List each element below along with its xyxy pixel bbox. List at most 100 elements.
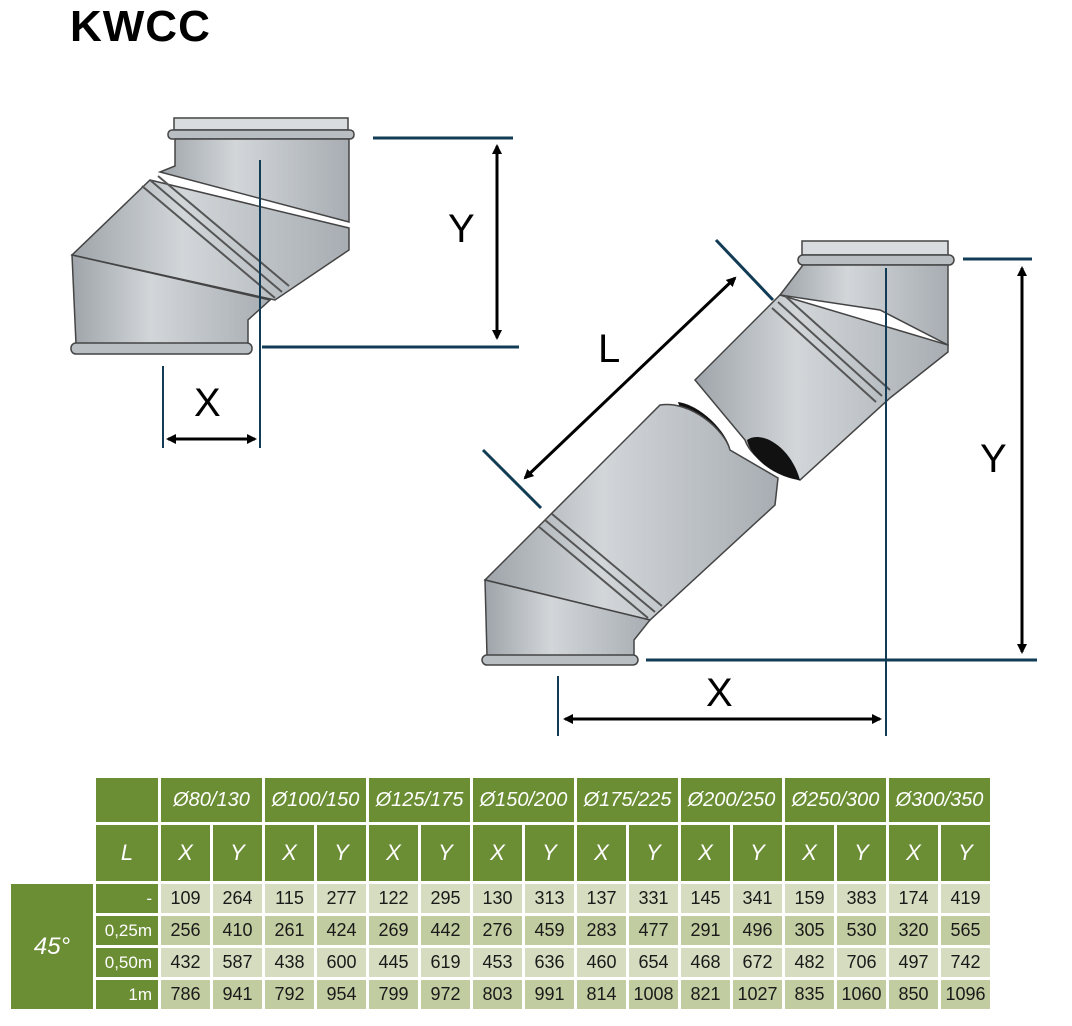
x-value-cell: 438 <box>265 948 314 977</box>
l-arrow <box>523 276 737 480</box>
x-value-cell: 122 <box>369 884 418 913</box>
large-elbow-upper-seam <box>771 295 891 403</box>
l-header: L <box>96 825 158 881</box>
dimension-table: Ø80/130 Ø100/150 Ø125/175 Ø150/200 Ø175/… <box>8 775 993 1012</box>
x-value-cell: 445 <box>369 948 418 977</box>
length-cell: 0,25m <box>96 916 158 945</box>
x-value-cell: 276 <box>473 916 522 945</box>
y-value-cell: 424 <box>317 916 366 945</box>
x-value-cell: 453 <box>473 948 522 977</box>
size-header: Ø80/130 <box>161 778 262 822</box>
y-value-cell: 419 <box>941 884 990 913</box>
x-value-cell: 821 <box>681 980 730 1009</box>
large-elbow-lower-seam <box>537 513 663 619</box>
small-y-label: Y <box>448 207 475 251</box>
y-value-cell: 277 <box>317 884 366 913</box>
x-value-cell: 792 <box>265 980 314 1009</box>
page-title: KWCC <box>70 2 211 51</box>
x-value-cell: 145 <box>681 884 730 913</box>
y-value-cell: 1008 <box>629 980 678 1009</box>
y-value-cell: 565 <box>941 916 990 945</box>
size-header: Ø200/250 <box>681 778 782 822</box>
y-value-cell: 672 <box>733 948 782 977</box>
x-value-cell: 174 <box>889 884 938 913</box>
x-value-cell: 468 <box>681 948 730 977</box>
x-value-cell: 291 <box>681 916 730 945</box>
x-value-cell: 482 <box>785 948 834 977</box>
large-elbow-top-collar <box>801 240 949 256</box>
l-header-top <box>96 778 158 822</box>
y-value-cell: 459 <box>525 916 574 945</box>
x-value-cell: 850 <box>889 980 938 1009</box>
small-elbow-upper-segment <box>157 138 350 223</box>
y-value-cell: 264 <box>213 884 262 913</box>
y-value-cell: 941 <box>213 980 262 1009</box>
break-mark-upper <box>747 436 800 480</box>
x-header: X <box>161 825 210 881</box>
y-value-cell: 1060 <box>837 980 886 1009</box>
large-elbow: L Y X <box>481 238 1037 736</box>
x-value-cell: 799 <box>369 980 418 1009</box>
x-value-cell: 109 <box>161 884 210 913</box>
y-value-cell: 383 <box>837 884 886 913</box>
size-header: Ø100/150 <box>265 778 366 822</box>
large-elbow-bottom-bead <box>481 654 639 666</box>
large-elbow-top-bead <box>797 254 955 266</box>
x-value-cell: 432 <box>161 948 210 977</box>
x-value-cell: 497 <box>889 948 938 977</box>
y-value-cell: 742 <box>941 948 990 977</box>
y-value-cell: 972 <box>421 980 470 1009</box>
small-elbow: Y X <box>70 117 519 448</box>
small-x-label: X <box>194 381 221 425</box>
y-value-cell: 331 <box>629 884 678 913</box>
x-value-cell: 835 <box>785 980 834 1009</box>
large-elbow-top-segment <box>778 264 949 347</box>
l-label: L <box>598 327 620 371</box>
x-value-cell: 786 <box>161 980 210 1009</box>
large-y-label: Y <box>980 437 1007 481</box>
x-header: X <box>473 825 522 881</box>
y-value-cell: 636 <box>525 948 574 977</box>
y-value-cell: 477 <box>629 916 678 945</box>
size-header: Ø250/300 <box>785 778 886 822</box>
small-elbow-top-bead <box>167 129 355 140</box>
y-value-cell: 587 <box>213 948 262 977</box>
y-value-cell: 1096 <box>941 980 990 1009</box>
x-value-cell: 159 <box>785 884 834 913</box>
duct-diagram: Y X L Y X <box>70 117 1037 736</box>
x-value-cell: 269 <box>369 916 418 945</box>
l-top-ref <box>714 238 775 302</box>
x-value-cell: 130 <box>473 884 522 913</box>
y-header: Y <box>213 825 262 881</box>
y-value-cell: 442 <box>421 916 470 945</box>
size-header: Ø300/350 <box>889 778 990 822</box>
y-value-cell: 313 <box>525 884 574 913</box>
length-cell: 0,50m <box>96 948 158 977</box>
x-header: X <box>785 825 834 881</box>
y-header: Y <box>837 825 886 881</box>
x-header: X <box>681 825 730 881</box>
x-header: X <box>369 825 418 881</box>
size-header: Ø175/225 <box>577 778 678 822</box>
y-value-cell: 410 <box>213 916 262 945</box>
x-header: X <box>265 825 314 881</box>
table-corner <box>11 778 93 822</box>
x-value-cell: 261 <box>265 916 314 945</box>
x-header: X <box>577 825 626 881</box>
y-value-cell: 496 <box>733 916 782 945</box>
y-header: Y <box>421 825 470 881</box>
x-value-cell: 814 <box>577 980 626 1009</box>
small-elbow-top-collar <box>173 117 349 131</box>
y-value-cell: 530 <box>837 916 886 945</box>
size-header: Ø125/175 <box>369 778 470 822</box>
large-elbow-lower-pipe <box>483 403 779 621</box>
y-value-cell: 600 <box>317 948 366 977</box>
l-bottom-ref <box>481 448 543 510</box>
size-header: Ø150/200 <box>473 778 574 822</box>
x-value-cell: 137 <box>577 884 626 913</box>
